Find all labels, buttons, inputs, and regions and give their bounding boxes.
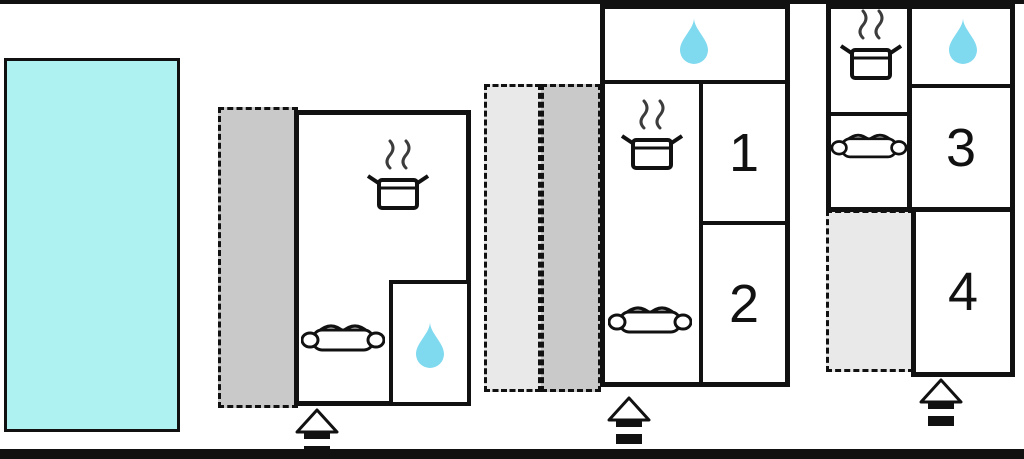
room-1-label: 1 <box>728 122 760 183</box>
wall-c-right <box>912 84 1010 88</box>
wall-b-vertical <box>699 80 703 382</box>
ground-line <box>0 449 1024 459</box>
stove-icon <box>835 8 907 88</box>
wall-c-vertical <box>907 9 912 207</box>
terrace-dark-building-b <box>541 84 601 392</box>
wall-c-left <box>831 112 907 116</box>
entrance-icon <box>607 396 651 446</box>
stove-icon <box>616 98 688 178</box>
wall-b-rooms <box>703 221 785 225</box>
room-4-label: 4 <box>947 262 979 322</box>
water-drop-icon <box>677 16 711 66</box>
stove-icon <box>362 138 434 218</box>
boundary-line-top <box>0 0 1024 4</box>
pool <box>4 58 180 432</box>
sofa-icon <box>608 298 692 342</box>
water-drop-icon <box>413 320 447 370</box>
entrance-icon <box>295 408 339 458</box>
terrace-building-c <box>826 210 914 372</box>
room-4-box <box>911 207 1015 377</box>
water-drop-icon <box>946 16 980 66</box>
entrance-icon <box>919 378 963 428</box>
sofa-icon <box>301 316 385 360</box>
room-2-label: 2 <box>728 273 760 334</box>
terrace-building-a <box>218 107 298 408</box>
wall-b-bathroom <box>605 80 785 84</box>
terrace-light-building-b <box>484 84 541 392</box>
sofa-icon <box>831 126 907 166</box>
room-3-label: 3 <box>945 117 977 178</box>
